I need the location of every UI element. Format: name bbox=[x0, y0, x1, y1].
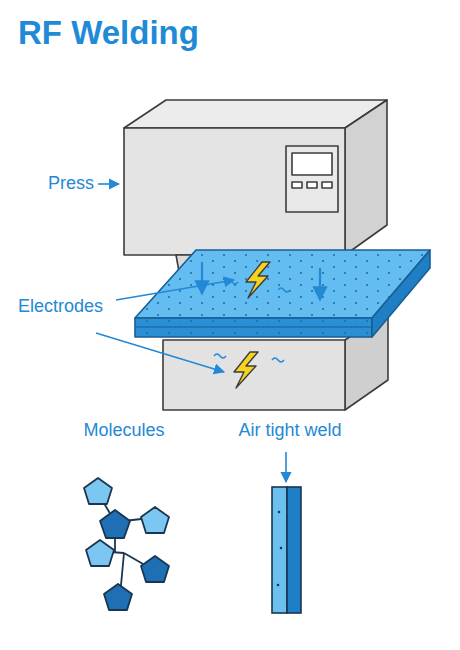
diagram-title: RF Welding bbox=[18, 14, 199, 52]
part-label: Air tight weld bbox=[238, 420, 341, 441]
molecules bbox=[84, 478, 169, 610]
part-label: Electrodes bbox=[18, 296, 103, 317]
part-label: Press bbox=[48, 173, 94, 194]
force-arrows bbox=[202, 262, 320, 300]
part-label: Molecules bbox=[83, 420, 164, 441]
rf-energy bbox=[234, 262, 270, 388]
press bbox=[124, 100, 387, 255]
material-sheet bbox=[135, 250, 430, 337]
waves bbox=[214, 280, 290, 362]
air-tight-weld bbox=[272, 487, 301, 613]
